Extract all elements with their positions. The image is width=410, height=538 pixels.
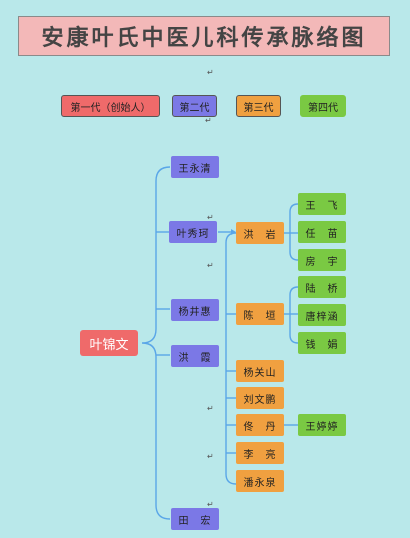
gen3-node: 潘永泉 — [236, 470, 284, 492]
gen4-node: 任 苗 — [298, 221, 346, 243]
gen3-node: 杨关山 — [236, 360, 284, 382]
paragraph-mark: ↵ — [207, 500, 214, 509]
gen2-node: 杨井惠 — [171, 299, 219, 321]
paragraph-mark: ↵ — [207, 404, 214, 413]
legend-gen1: 第一代（创始人） — [61, 95, 160, 117]
paragraph-mark: ↵ — [207, 452, 214, 461]
gen4-node: 王婷婷 — [298, 414, 346, 436]
paragraph-mark: ↵ — [207, 261, 214, 270]
gen4-node: 唐梓涵 — [298, 304, 346, 326]
gen3-node: 洪 岩 — [236, 222, 284, 244]
gen2-node: 田 宏 — [171, 508, 219, 530]
bracket-gen2 — [225, 232, 237, 485]
gen3-node: 佟 丹 — [236, 414, 284, 436]
root-node: 叶锦文 — [80, 330, 138, 356]
gen2-node: 王永清 — [171, 156, 219, 178]
gen4-node: 房 宇 — [298, 249, 346, 271]
gen4-node: 陆 桥 — [298, 276, 346, 298]
bracket-root — [141, 166, 171, 520]
gen2-node: 叶秀珂 — [169, 221, 217, 243]
gen3-node: 李 亮 — [236, 442, 284, 464]
gen3-node: 刘文鹏 — [236, 387, 284, 409]
gen4-node: 王 飞 — [298, 193, 346, 215]
legend-gen4: 第四代 — [300, 95, 346, 117]
paragraph-mark: ↵ — [207, 68, 214, 77]
arrowhead — [231, 229, 236, 235]
paragraph-mark: ↵ — [207, 213, 214, 222]
legend-gen3: 第三代 — [236, 95, 281, 117]
legend-gen2: 第二代 — [172, 95, 217, 117]
bracket-gen3-1 — [289, 286, 299, 344]
paragraph-mark: ↵ — [205, 116, 212, 125]
gen2-node: 洪 霞 — [171, 345, 219, 367]
bracket-gen3-0 — [289, 203, 299, 261]
page-title: 安康叶氏中医儿科传承脉络图 — [18, 16, 390, 56]
gen3-node: 陈 垣 — [236, 303, 284, 325]
gen4-node: 钱 娟 — [298, 332, 346, 354]
